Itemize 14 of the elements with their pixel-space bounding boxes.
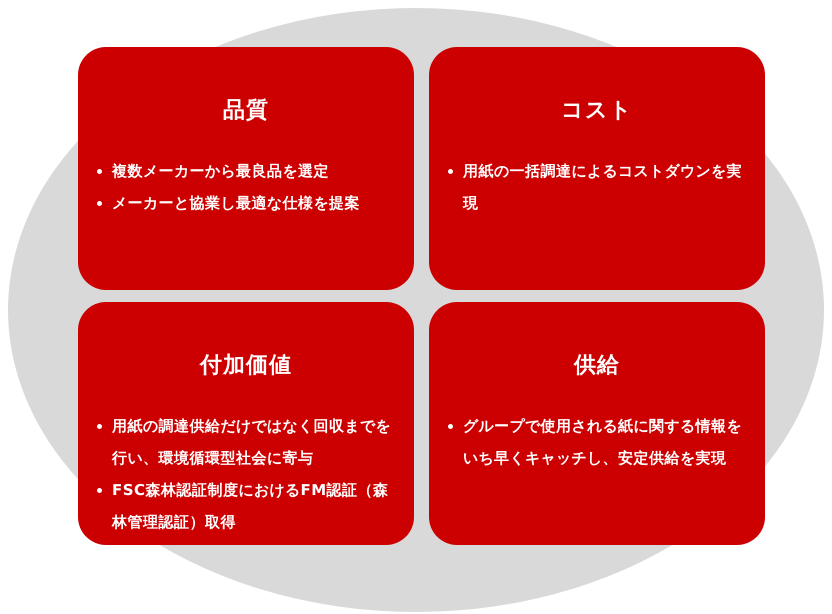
bullet-text: 用紙の調達供給だけではなく回収までを行い、環境循環型社会に寄与 <box>112 417 391 467</box>
bullet-text: メーカーと協業し最適な仕様を提案 <box>112 194 360 212</box>
card-title: 付加価値 <box>198 352 293 380</box>
card-title: 供給 <box>572 352 621 380</box>
category-card <box>78 302 414 545</box>
category-card <box>429 302 765 545</box>
bullet-text: FSC森林認証制度におけるFM認証（森林管理認証）取得 <box>112 481 389 531</box>
card-title: コスト <box>560 97 634 125</box>
bullet-text: 複数メーカーから最良品を選定 <box>112 162 329 180</box>
category-card <box>429 47 765 290</box>
bullet-text: 用紙の一括調達によるコストダウンを実現 <box>463 162 742 212</box>
card-title: 品質 <box>222 97 270 125</box>
bullet-text: グループで使用される紙に関する情報をいち早くキャッチし、安定供給を実現 <box>463 417 742 467</box>
category-card <box>78 47 414 290</box>
